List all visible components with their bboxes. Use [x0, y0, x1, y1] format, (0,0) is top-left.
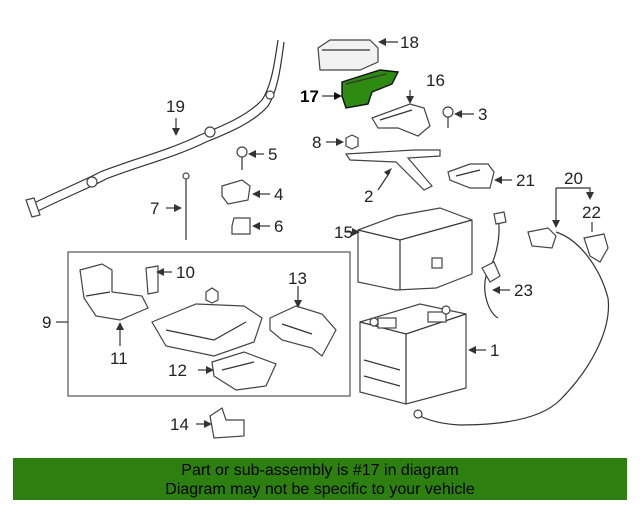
part-2-holddown — [344, 149, 441, 191]
part-16-bracket — [371, 103, 431, 137]
part-21-connector — [447, 163, 495, 189]
callout-17: 17 — [300, 87, 319, 106]
callout-19: 19 — [166, 97, 185, 116]
part-18-cover — [317, 39, 379, 71]
part-8-nut — [345, 134, 359, 150]
part-1-battery — [359, 303, 467, 405]
callout-13: 13 — [288, 269, 307, 288]
part-11-tray — [79, 263, 149, 321]
callout-8: 8 — [312, 133, 321, 152]
banner-line-2: Diagram may not be specific to your vehi… — [165, 481, 475, 498]
part-nut-icon — [205, 287, 219, 304]
part-19-cable — [25, 39, 285, 218]
callout-20: 20 — [564, 169, 583, 188]
callout-18: 18 — [400, 33, 419, 52]
callout-14: 14 — [170, 415, 189, 434]
callout-22: 22 — [582, 203, 601, 222]
callout-1: 1 — [490, 341, 499, 360]
part-3-bolt — [442, 106, 454, 128]
part-13-bracket — [269, 305, 337, 357]
callout-23: 23 — [514, 281, 533, 300]
part-22-terminal — [583, 233, 609, 263]
callout-11: 11 — [110, 349, 128, 368]
part-17-highlighted — [341, 69, 400, 109]
group-9-box — [67, 251, 351, 397]
callout-21: 21 — [516, 171, 535, 190]
part-20-cable — [413, 227, 610, 426]
part-12-tray — [151, 303, 277, 391]
part-15-insulator — [357, 207, 473, 291]
part-6-clip — [231, 217, 251, 235]
callout-4: 4 — [274, 185, 283, 204]
callout-2: 2 — [364, 187, 373, 206]
callout-15: 15 — [334, 223, 353, 242]
callout-6: 6 — [274, 217, 283, 236]
part-info-banner: Part or sub-assembly is #17 in diagram D… — [13, 458, 627, 500]
part-4-insulator — [221, 179, 251, 205]
part-14-clip — [209, 407, 245, 439]
callout-7: 7 — [150, 199, 159, 218]
parts-diagram: 19 18 17 16 3 8 2 — [25, 33, 610, 439]
banner-line-1: Part or sub-assembly is #17 in diagram — [181, 462, 459, 479]
callout-10: 10 — [176, 263, 195, 282]
part-7-rod — [182, 172, 190, 240]
callout-5: 5 — [268, 145, 277, 164]
callout-12: 12 — [168, 361, 187, 380]
part-23-cable — [481, 211, 507, 319]
callout-9: 9 — [42, 313, 51, 332]
callout-16: 16 — [426, 71, 445, 90]
callout-3: 3 — [478, 105, 487, 124]
part-10-clip — [145, 265, 159, 295]
part-5-bolt — [236, 146, 248, 170]
